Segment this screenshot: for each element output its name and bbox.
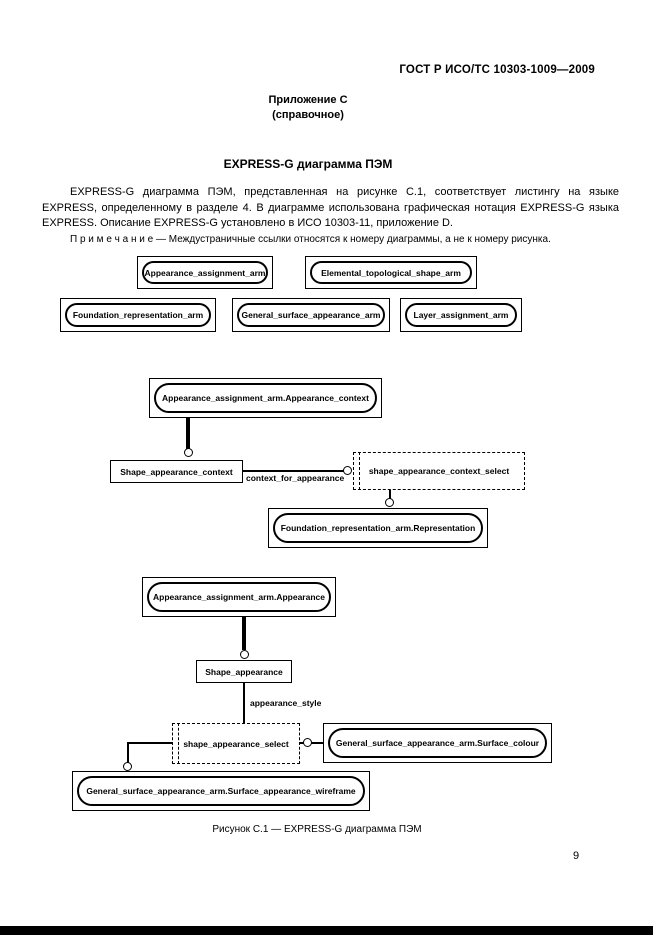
interschema-ref-label: Foundation_representation_arm.Representa… (273, 513, 483, 543)
interschema-ref-appearance-context: Appearance_assignment_arm.Appearance_con… (149, 378, 382, 418)
schema-ref-label: General_surface_appearance_arm (237, 303, 385, 327)
standard-designation: ГОСТ Р ИСО/ТС 10303-1009—2009 (399, 64, 595, 76)
entity-label: Shape_appearance_context (120, 466, 233, 477)
interschema-ref-label: General_surface_appearance_arm.Surface_c… (328, 728, 547, 758)
page-number: 9 (573, 850, 580, 862)
select-label: shape_appearance_select (183, 738, 289, 749)
select-double-bar (359, 452, 360, 490)
schema-ref-label: Elemental_topological_shape_arm (310, 261, 472, 284)
note-paragraph: П р и м е ч а н и е — Междустраничные сс… (70, 234, 551, 245)
interschema-ref-label: Appearance_assignment_arm.Appearance_con… (154, 383, 377, 413)
relation-circle (303, 738, 312, 747)
relation-line (242, 617, 246, 650)
annex-title: Приложение С (268, 94, 348, 106)
interschema-ref-surface-colour: General_surface_appearance_arm.Surface_c… (323, 723, 552, 763)
attribute-label-context-for-appearance: context_for_appearance (246, 473, 345, 483)
schema-ref-label: Appearance_assignment_arm (142, 261, 268, 284)
select-double-bar (178, 723, 179, 764)
relation-circle (240, 650, 249, 659)
schema-ref-appearance-assignment-arm: Appearance_assignment_arm (137, 256, 273, 289)
annex-subtitle: (справочное) (272, 109, 344, 121)
relation-circle (123, 762, 132, 771)
figure-caption: Рисунок С.1 — EXPRESS-G диаграмма ПЭМ (212, 824, 422, 835)
schema-ref-elemental-topological-shape-arm: Elemental_topological_shape_arm (305, 256, 477, 289)
relation-line (243, 683, 245, 723)
schema-ref-general-surface-appearance-arm: General_surface_appearance_arm (232, 298, 390, 332)
entity-shape-appearance-context: Shape_appearance_context (110, 460, 243, 483)
select-label: shape_appearance_context_select (368, 466, 510, 476)
attribute-label-appearance-style: appearance_style (250, 698, 322, 708)
schema-ref-label: Foundation_representation_arm (65, 303, 211, 327)
interschema-ref-representation: Foundation_representation_arm.Representa… (268, 508, 488, 548)
interschema-ref-surface-appearance-wireframe: General_surface_appearance_arm.Surface_a… (72, 771, 370, 811)
schema-ref-layer-assignment-arm: Layer_assignment_arm (400, 298, 522, 332)
schema-ref-label: Layer_assignment_arm (405, 303, 517, 327)
entity-label: Shape_appearance (205, 666, 283, 677)
interschema-ref-label: General_surface_appearance_arm.Surface_a… (77, 776, 365, 806)
select-shape-appearance-context-select: shape_appearance_context_select (353, 452, 525, 490)
relation-line (128, 742, 172, 744)
relation-circle (343, 466, 352, 475)
schema-ref-foundation-representation-arm: Foundation_representation_arm (60, 298, 216, 332)
relation-circle (184, 448, 193, 457)
select-shape-appearance-select: shape_appearance_select (172, 723, 300, 764)
relation-line (186, 418, 190, 449)
relation-circle (385, 498, 394, 507)
section-title: EXPRESS-G диаграмма ПЭМ (223, 157, 393, 171)
interschema-ref-label: Appearance_assignment_arm.Appearance (147, 582, 331, 612)
body-paragraph: EXPRESS-G диаграмма ПЭМ, представленная … (42, 186, 619, 229)
interschema-ref-appearance: Appearance_assignment_arm.Appearance (142, 577, 336, 617)
relation-line (243, 470, 344, 472)
relation-line (389, 490, 391, 499)
scan-artifact-bar (0, 926, 653, 935)
entity-shape-appearance: Shape_appearance (196, 660, 292, 683)
relation-line (127, 742, 129, 763)
